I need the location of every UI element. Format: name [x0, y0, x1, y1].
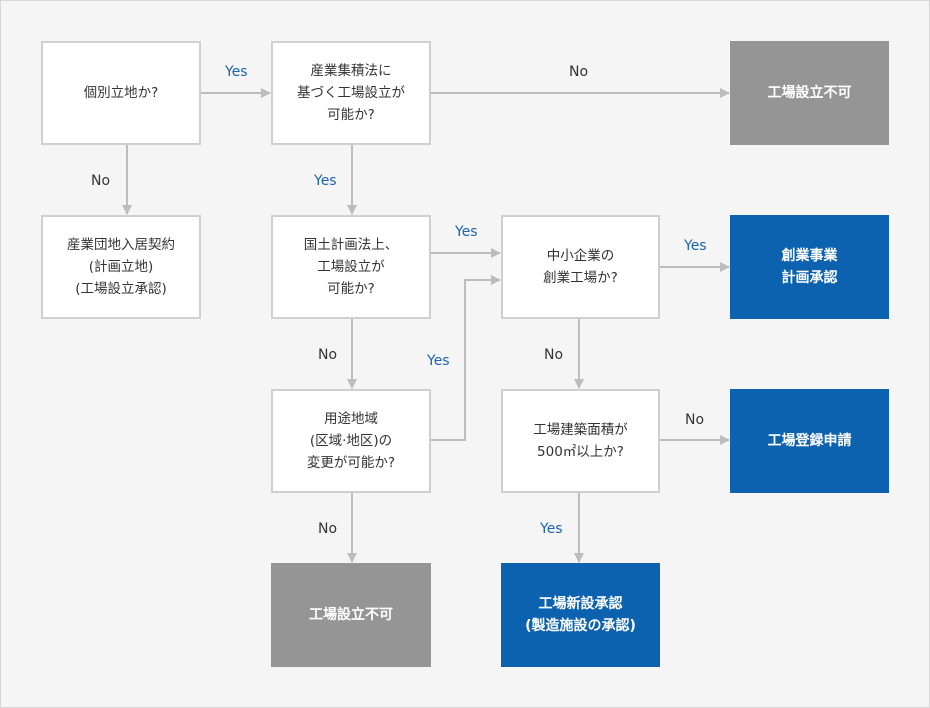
- question-individual-location: 個別立地か?: [41, 41, 201, 145]
- result-not-allowed-bottom: 工場設立不可: [271, 563, 431, 667]
- edge-label-no: No: [91, 173, 111, 189]
- edge-label-no: No: [685, 412, 705, 428]
- edge-label-no: No: [318, 347, 338, 363]
- edge-label-yes: Yes: [684, 238, 707, 254]
- edge-label-yes: Yes: [427, 353, 450, 369]
- edge-label-yes: Yes: [225, 64, 248, 80]
- edge-label-yes: Yes: [314, 173, 337, 189]
- edge-label-yes: Yes: [540, 521, 563, 537]
- result-not-allowed-top: 工場設立不可: [730, 41, 889, 145]
- question-industrial-cluster-law: 産業集積法に 基づく工場設立が 可能か?: [271, 41, 431, 145]
- result-industrial-complex-contract: 産業団地入居契約 (計画立地) (工場設立承認): [41, 215, 201, 319]
- edge-label-yes: Yes: [455, 224, 478, 240]
- edge-label-no: No: [318, 521, 338, 537]
- result-new-factory-approval: 工場新設承認 (製造施設の承認): [501, 563, 660, 667]
- arrow-zoning-to-sme: [430, 275, 501, 441]
- question-sme-startup: 中小企業の 創業工場か?: [501, 215, 660, 319]
- question-floor-area: 工場建築面積が 500㎡以上か?: [501, 389, 660, 493]
- edge-label-no: No: [569, 64, 589, 80]
- question-land-planning-law: 国土計画法上、 工場設立が 可能か?: [271, 215, 431, 319]
- question-zoning-change: 用途地域 (区域·地区)の 変更が可能か?: [271, 389, 431, 493]
- result-startup-plan-approval: 創業事業 計画承認: [730, 215, 889, 319]
- edge-label-no: No: [544, 347, 564, 363]
- result-factory-registration: 工場登録申請: [730, 389, 889, 493]
